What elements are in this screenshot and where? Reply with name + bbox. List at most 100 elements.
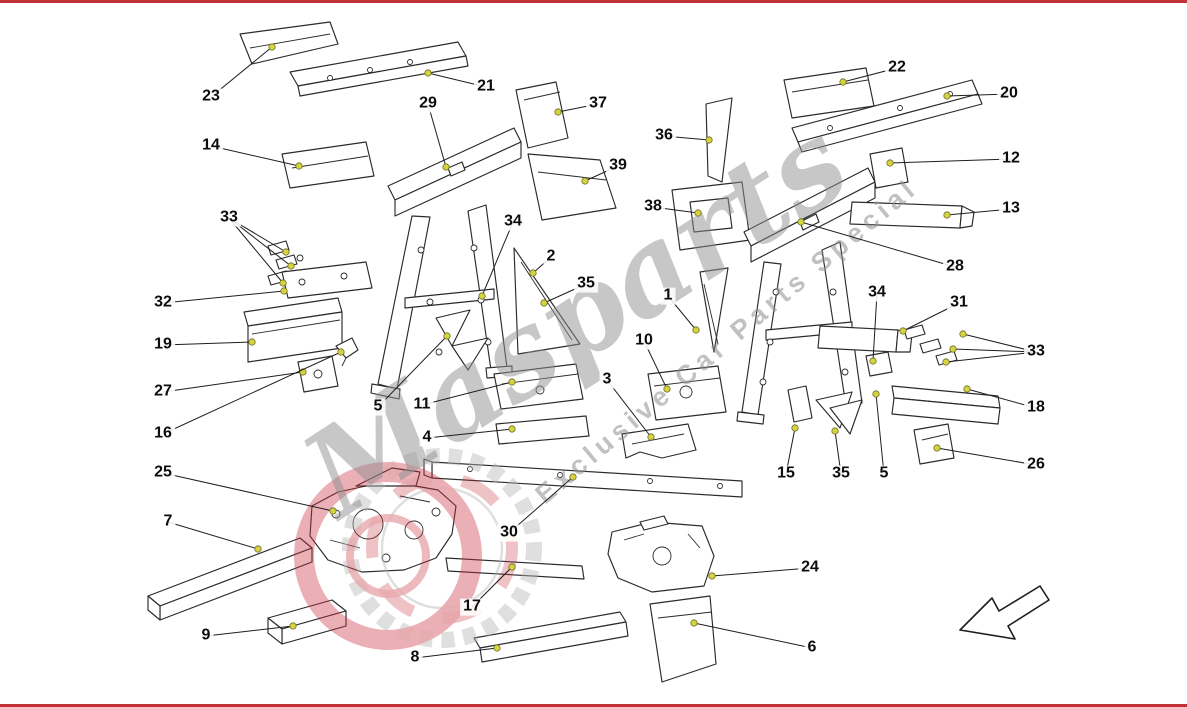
attachment-dot-34: [478, 292, 486, 300]
part-6-closing-panel: [649, 595, 717, 683]
attachment-dot-2: [529, 269, 537, 277]
part-12-clip: [869, 147, 909, 189]
attachment-dot-1: [692, 326, 700, 334]
part-7-side-beam: [147, 537, 313, 621]
part-14-bracket-rail: [281, 141, 375, 189]
part-10-mount-bracket: [647, 365, 727, 421]
part-35-wedge-right: [815, 391, 863, 435]
attachment-dot-25: [329, 507, 337, 515]
attachment-dot-33: [287, 262, 295, 270]
part-28-trestle-frame-right: [736, 167, 876, 425]
attachment-dot-22: [839, 78, 847, 86]
attachment-dot-26: [933, 444, 941, 452]
attachment-dot-17: [508, 563, 516, 571]
attachment-dot-39: [581, 177, 589, 185]
part-33-bolts-right: [903, 324, 958, 366]
attachment-dot-37: [554, 108, 562, 116]
part-21-side-rail: [289, 41, 469, 97]
part-31-arm-bracket: [817, 325, 913, 353]
part-35-wedge-left: [435, 309, 489, 371]
watermark-logo: [294, 448, 542, 650]
part-15-hanger: [787, 385, 813, 423]
attachment-dot-33: [942, 358, 950, 366]
attachment-dot-33: [959, 330, 967, 338]
part-20-upper-rail: [791, 79, 983, 153]
part-23-cover-panel: [239, 21, 339, 65]
attachment-dot-23: [268, 43, 276, 51]
leader-line-33: [228, 217, 284, 284]
leader-line-27: [162, 371, 304, 393]
leader-line-5: [875, 393, 885, 475]
attachment-dot-34: [869, 357, 877, 365]
attachment-dot-31: [899, 327, 907, 335]
leader-line-34: [481, 221, 514, 297]
part-37-corner-panel: [515, 81, 569, 149]
leader-line-3: [606, 379, 652, 438]
part-32-bracket: [281, 261, 373, 299]
attachment-dot-5: [443, 332, 451, 340]
bottom-border-line: [0, 704, 1187, 707]
leader-line-8: [414, 647, 498, 659]
attachment-dot-21: [424, 69, 432, 77]
attachment-dot-32: [280, 287, 288, 295]
attachment-dot-15: [791, 424, 799, 432]
leader-line-32: [162, 290, 285, 304]
part-8-rocker-beam: [473, 611, 629, 663]
leader-line-33: [945, 351, 1037, 363]
attachment-dot-7: [254, 545, 262, 553]
attachment-dot-12: [886, 159, 894, 167]
leader-line-21: [427, 72, 487, 88]
part-26-bracket: [913, 423, 955, 465]
attachment-dot-33: [279, 279, 287, 287]
part-25-subframe-casting: [309, 467, 457, 573]
leader-line-25: [162, 472, 334, 512]
attachment-dot-8: [493, 644, 501, 652]
attachment-dot-11: [508, 378, 516, 386]
attachment-dot-5: [872, 390, 880, 398]
attachment-dot-28: [797, 218, 805, 226]
leader-line-30: [508, 476, 574, 534]
leader-line-9: [205, 625, 294, 637]
leader-line-31: [902, 302, 960, 332]
leader-line-33: [228, 217, 287, 253]
leader-line-4: [426, 428, 513, 439]
attachment-dot-16: [337, 348, 345, 356]
leader-line-26: [936, 447, 1037, 466]
part-18-rear-beam: [891, 385, 1001, 425]
leader-line-33: [962, 333, 1037, 353]
leader-line-11: [421, 381, 513, 406]
attachment-dot-29: [442, 163, 450, 171]
part-30-crossmember: [423, 458, 743, 498]
part-38-panel-frame: [671, 181, 751, 251]
attachment-dot-24: [708, 572, 716, 580]
leader-line-24: [711, 567, 811, 577]
leader-line-14: [210, 145, 300, 167]
previous-page-arrow[interactable]: [959, 585, 1050, 640]
leader-line-7: [167, 521, 259, 550]
attachment-dot-14: [295, 162, 303, 170]
part-36-gusset: [705, 97, 733, 183]
attachment-dot-33: [949, 345, 957, 353]
leader-line-12: [889, 158, 1012, 164]
attachment-dot-6: [690, 619, 698, 627]
leader-line-15: [785, 427, 796, 475]
leader-line-28: [800, 221, 956, 268]
attachment-dot-4: [508, 425, 516, 433]
attachment-dot-33: [282, 248, 290, 256]
part-39-deflector-panel: [527, 153, 617, 221]
attachment-dot-19: [248, 338, 256, 346]
leader-line-5: [377, 335, 448, 408]
attachment-dot-3: [647, 433, 655, 441]
part-3-heat-shield: [621, 423, 697, 459]
leader-line-29: [427, 103, 447, 168]
top-border-line: [0, 0, 1187, 3]
attachment-dot-35: [540, 299, 548, 307]
leader-line-36: [663, 135, 710, 141]
leader-line-35: [834, 430, 842, 475]
leader-line-34: [872, 292, 878, 362]
leader-line-23: [210, 46, 273, 98]
leader-line-33: [952, 348, 1037, 353]
attachment-dot-13: [943, 211, 951, 219]
